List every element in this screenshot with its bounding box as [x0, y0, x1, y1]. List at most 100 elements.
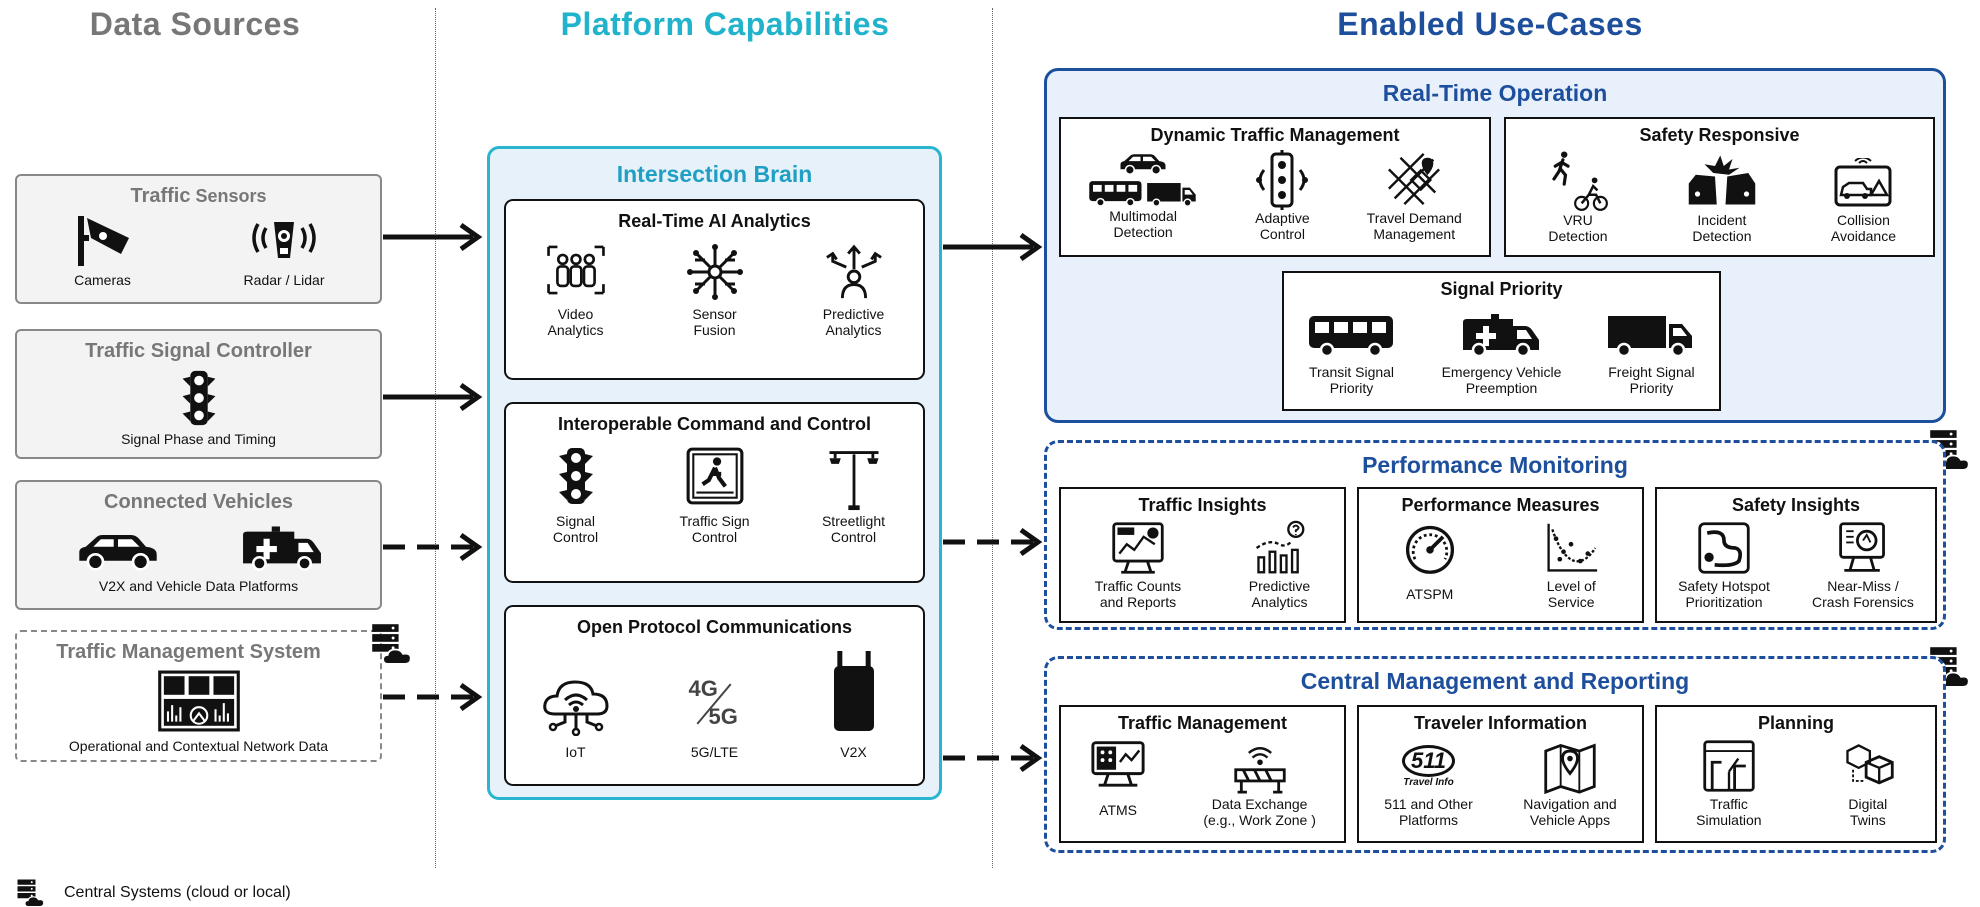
legend: Central Systems (cloud or local) — [14, 878, 291, 907]
arrow-brain-to-central — [943, 743, 1043, 773]
forensics-monitor-icon — [1835, 520, 1891, 576]
v2x-router-icon — [829, 644, 879, 738]
traffic-insights-box: Traffic Insights Traffic Counts and Repo… — [1059, 487, 1346, 623]
crash-icon — [1687, 150, 1757, 210]
source-title: Traffic Sensors — [130, 185, 267, 207]
arrow-sensors-to-brain — [383, 222, 483, 252]
usecases-heading: Enabled Use-Cases — [1337, 6, 1643, 42]
digital-twin-cubes-icon — [1840, 738, 1896, 794]
intersection-brain: Intersection Brain Real-Time AI Analytic… — [487, 146, 942, 800]
group-title: Performance Monitoring — [1362, 452, 1628, 478]
atms-item: ATMS — [1089, 738, 1147, 828]
cloud-server-icon — [370, 622, 414, 666]
signal-priority-box: Signal Priority Transit Signal Priority … — [1282, 271, 1721, 411]
atms-monitor-icon — [1089, 738, 1147, 788]
level-of-service-item: Level of Service — [1542, 520, 1600, 610]
source-signal-controller: Traffic Signal Controller Signal Phase a… — [15, 329, 382, 459]
transit-priority-item: Transit Signal Priority — [1307, 312, 1397, 396]
adaptive-signal-icon — [1252, 150, 1312, 210]
signal-control-icon — [556, 445, 596, 507]
map-pin-icon — [1541, 738, 1599, 794]
video-analytics-item: Video Analytics — [511, 242, 641, 338]
traffic-counts-item: Traffic Counts and Reports — [1095, 520, 1181, 610]
multimodal-vehicles-icon — [1088, 150, 1198, 208]
car-icon — [75, 528, 161, 572]
streetlight-control-item: Streetlight Control — [789, 445, 919, 545]
scatter-plot-icon — [1542, 520, 1600, 576]
navigation-apps-item: Navigation and Vehicle Apps — [1523, 738, 1617, 828]
source-traffic-sensors: Traffic Sensors Cameras Radar / Lidar — [15, 174, 382, 304]
performance-measures-box: Performance Measures ATSPM Level of Serv… — [1357, 487, 1644, 623]
radar-lidar-item: Radar / Lidar — [244, 214, 324, 288]
traffic-management-box: Traffic Management ATMS Data Exchange (e… — [1059, 705, 1346, 843]
traffic-light-icon — [179, 369, 219, 427]
source-tms: Traffic Management System Operational an… — [15, 630, 382, 762]
iot-item: IoT — [511, 676, 641, 760]
collision-warning-icon — [1833, 158, 1893, 210]
cloud-server-icon — [14, 878, 48, 907]
adaptive-control-item: Adaptive Control — [1252, 150, 1312, 242]
arrow-vehicles-to-brain — [383, 532, 483, 562]
arrow-brain-to-performance — [943, 527, 1043, 557]
dynamic-traffic-management-box: Dynamic Traffic Management Multimodal De… — [1059, 117, 1491, 257]
divider-left — [435, 8, 436, 868]
signal-control-item: Signal Control — [511, 445, 641, 545]
sources-heading: Data Sources — [89, 6, 301, 42]
sensor-fusion-item: Sensor Fusion — [650, 242, 780, 338]
predictive-analytics-item: Predictive Analytics — [789, 242, 919, 338]
data-exchange-item: Data Exchange (e.g., Work Zone ) — [1203, 738, 1316, 828]
near-miss-item: Near-Miss / Crash Forensics — [1812, 520, 1914, 610]
traffic-simulation-item: Traffic Simulation — [1696, 738, 1762, 828]
sensor-fusion-icon — [685, 242, 745, 302]
predictive-analytics-item: Predictive Analytics — [1249, 520, 1310, 610]
city-map-icon — [1385, 150, 1443, 208]
iot-cloud-icon — [541, 676, 611, 736]
cameras-item: Cameras — [73, 214, 133, 288]
platform-heading: Platform Capabilities — [560, 6, 890, 42]
hotspot-map-icon — [1696, 520, 1752, 576]
pedestrian-sign-icon — [684, 445, 746, 507]
analytics-box: Real-Time AI Analytics Video Analytics S… — [504, 199, 925, 380]
speedometer-icon — [1401, 520, 1459, 576]
digital-twins-item: Digital Twins — [1840, 738, 1896, 828]
source-connected-vehicles: Connected Vehicles V2X and Vehicle Data … — [15, 480, 382, 610]
streetlight-icon — [825, 445, 883, 511]
multimodal-detection-item: Multimodal Detection — [1088, 150, 1198, 242]
arrow-signal-to-brain — [383, 382, 483, 412]
safety-hotspot-item: Safety Hotspot Prioritization — [1678, 520, 1770, 610]
traveler-information-box: Traveler Information 511 Travel Info 511… — [1357, 705, 1644, 843]
atspm-item: ATSPM — [1401, 520, 1459, 610]
incident-detection-item: Incident Detection — [1687, 150, 1757, 244]
radar-icon — [252, 222, 316, 258]
source-title: Connected Vehicles — [104, 491, 293, 513]
511-item: 511 Travel Info 511 and Other Platforms — [1384, 738, 1473, 828]
emergency-preemption-item: Emergency Vehicle Preemption — [1442, 312, 1561, 396]
central-management-group: Central Management and Reporting Traffic… — [1044, 656, 1946, 853]
planning-box: Planning Traffic Simulation Digital Twin… — [1655, 705, 1937, 843]
group-title: Central Management and Reporting — [1300, 668, 1690, 694]
group-title: Real-Time Operation — [1382, 80, 1608, 106]
performance-monitoring-group: Performance Monitoring Traffic Insights … — [1044, 440, 1946, 630]
safety-insights-box: Safety Insights Safety Hotspot Prioritiz… — [1655, 487, 1937, 623]
ambulance-icon — [1461, 312, 1541, 358]
connected-ambulance-icon — [241, 524, 323, 572]
dashboard-chart-icon — [1109, 520, 1167, 576]
protocol-box: Open Protocol Communications IoT 4G 5G 5… — [504, 605, 925, 786]
command-control-box: Interoperable Command and Control Signal… — [504, 402, 925, 583]
truck-icon — [1606, 312, 1696, 358]
5g-lte-item: 4G 5G 5G/LTE — [650, 674, 780, 760]
bar-chart-question-icon — [1250, 520, 1308, 576]
collision-avoidance-item: Collision Avoidance — [1831, 150, 1896, 244]
511-logo-icon: 511 Travel Info — [1398, 738, 1460, 794]
4g-5g-icon: 4G 5G — [688, 676, 738, 729]
realtime-operation-group: Real-Time Operation Dynamic Traffic Mana… — [1044, 68, 1946, 423]
traffic-sign-control-item: Traffic Sign Control — [650, 445, 780, 545]
v2x-item: V2X — [789, 644, 919, 760]
predictive-analytics-icon — [825, 242, 883, 300]
arrow-tms-to-brain — [383, 682, 483, 712]
safety-responsive-box: Safety Responsive VRU Detection Incident… — [1504, 117, 1935, 257]
bus-icon — [1307, 312, 1397, 358]
divider-right — [992, 8, 993, 868]
tms-dashboard-icon — [156, 670, 242, 732]
legend-text: Central Systems (cloud or local) — [64, 884, 291, 901]
